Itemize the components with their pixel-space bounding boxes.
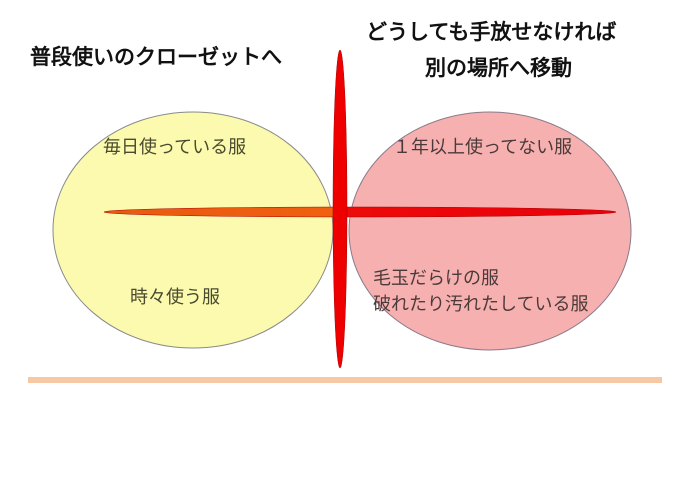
- horizontal-spike: [103, 206, 617, 218]
- left-top-label: 毎日使っている服: [103, 137, 247, 158]
- right-circle: [348, 111, 632, 351]
- left-title: 普段使いのクローゼットへ: [30, 45, 282, 69]
- right-title-line1: どうしても手放せなければ: [366, 20, 617, 44]
- vertical-spike: [332, 49, 348, 369]
- right-top-label: １年以上使ってない服: [393, 137, 573, 158]
- bottom-baseline: [28, 377, 662, 383]
- right-bottom-label-line1: 毛玉だらけの服: [373, 268, 499, 289]
- left-bottom-label: 時々使う服: [130, 287, 220, 308]
- right-bottom-label-line2: 破れたり汚れたしている服: [373, 294, 589, 315]
- right-title-line2: 別の場所へ移動: [425, 56, 572, 80]
